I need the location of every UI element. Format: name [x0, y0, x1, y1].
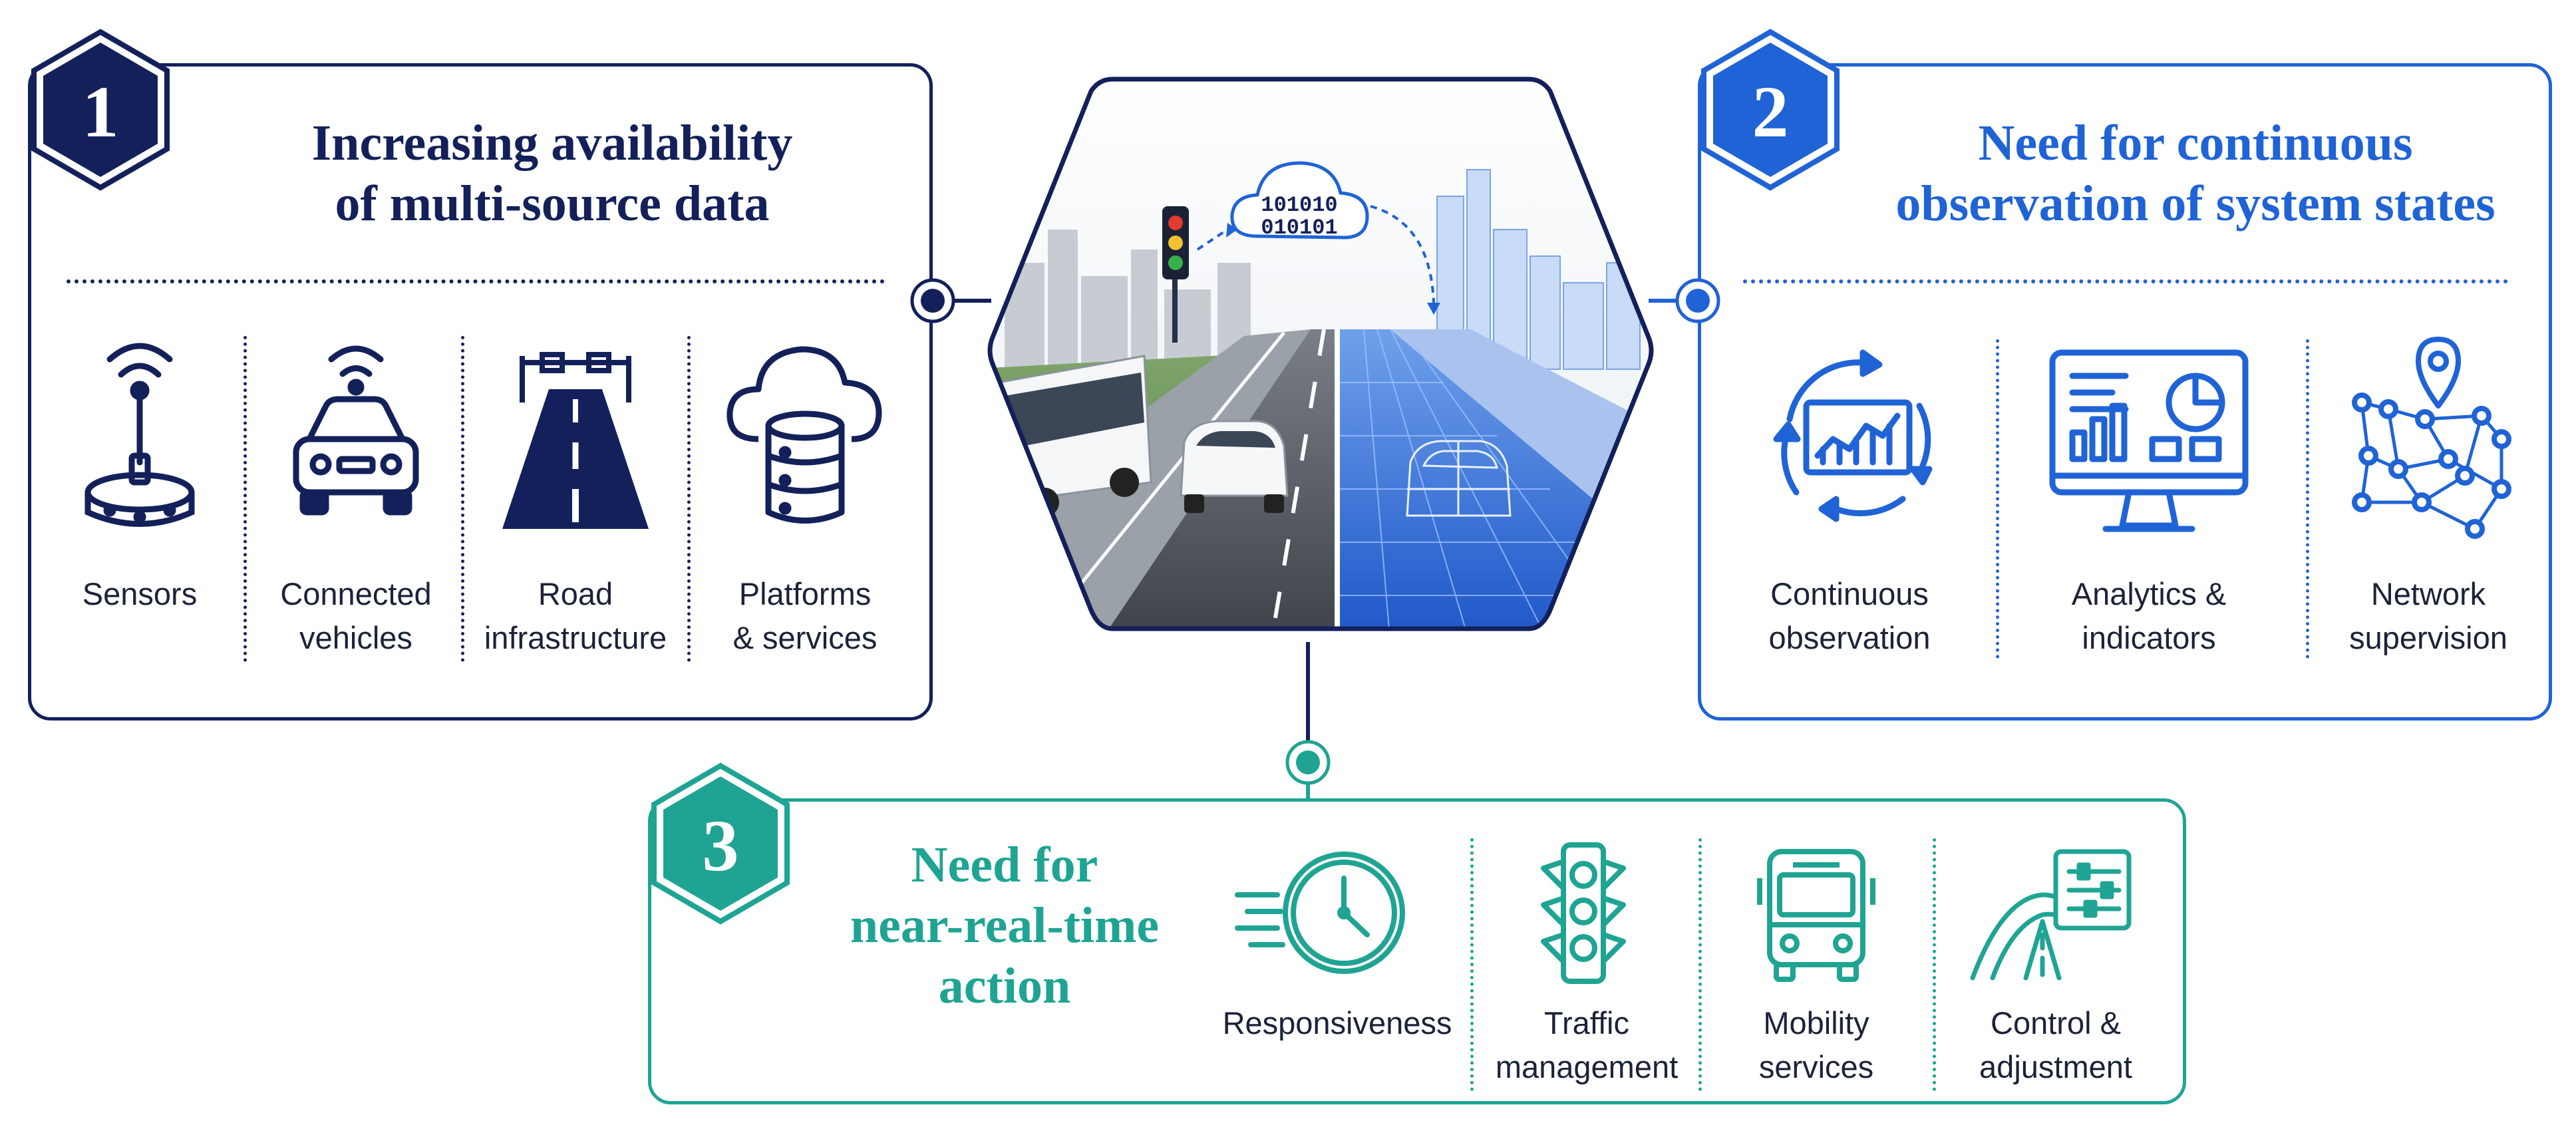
panel2-divider: [1743, 279, 2508, 283]
panel3-title-line2: near-real-time: [850, 897, 1160, 954]
svg-text:3: 3: [703, 805, 739, 886]
control-sliders-icon: [1970, 849, 2132, 981]
badge-3: 3: [651, 762, 790, 925]
traffic-light-icon: [1541, 842, 1626, 984]
panel2-title: Need for continuous observation of syste…: [1856, 113, 2535, 234]
network-map-icon: [2352, 337, 2511, 539]
panel-continuous-observation: [1698, 63, 2552, 721]
badge-1: 1: [31, 29, 170, 191]
panel3-column-divider: [1470, 838, 1474, 1091]
bus-icon: [1757, 849, 1875, 982]
panel1-column-divider: [687, 336, 691, 662]
dashboard-monitor-icon: [2049, 349, 2249, 532]
svg-text:2: 2: [1752, 71, 1789, 152]
label-responsiveness: Responsiveness: [1222, 1005, 1452, 1041]
panel3-column-divider: [1698, 838, 1702, 1091]
panel2-column-divider: [1996, 339, 1999, 659]
svg-text:1: 1: [82, 71, 119, 152]
panel3-column-divider: [1933, 838, 1936, 1091]
connector-dot-panel3: [1285, 740, 1331, 785]
cloud-database-icon: [726, 346, 882, 524]
cycle-chart-icon: [1773, 349, 1933, 522]
panel2-title-line1: Need for continuous: [1978, 115, 2413, 171]
panel2-title-line2: observation of system states: [1895, 176, 2496, 232]
label-control-adjustment: Control &adjustment: [1979, 1005, 2132, 1084]
panel1-title-line1: Increasing availability: [311, 115, 793, 171]
panel3-title: Need for near-real-time action: [818, 835, 1191, 1017]
badge-2: 2: [1701, 29, 1840, 191]
panel1-divider: [67, 279, 885, 283]
connected-car-icon: [293, 345, 419, 516]
panel1-column-divider: [461, 336, 464, 662]
label-analytics-indicators: Analytics &indicators: [2071, 576, 2227, 655]
clock-icon: [1235, 852, 1405, 974]
digital-twin-illustration: 101010 010101: [987, 77, 1654, 631]
connector-dot-panel1: [910, 278, 955, 323]
panel-near-real-time-action: [648, 798, 2186, 1104]
connector-dot-panel2: [1675, 278, 1720, 323]
panel2-column-divider: [2306, 339, 2309, 659]
label-platforms-services: Platforms& services: [732, 576, 878, 655]
svg-text:101010: 101010: [1261, 193, 1337, 218]
panel1-column-divider: [243, 336, 247, 662]
label-sensors: Sensors: [82, 576, 198, 611]
sensor-icon: [84, 343, 195, 527]
panel3-title-line3: action: [938, 958, 1071, 1015]
road-icon: [502, 352, 649, 529]
svg-text:010101: 010101: [1261, 216, 1337, 240]
panel1-title-line2: of multi-source data: [335, 176, 770, 232]
panel1-title: Increasing availability of multi-source …: [220, 113, 885, 234]
panel3-title-line1: Need for: [911, 837, 1098, 893]
panel-multi-source-data: [28, 63, 933, 721]
